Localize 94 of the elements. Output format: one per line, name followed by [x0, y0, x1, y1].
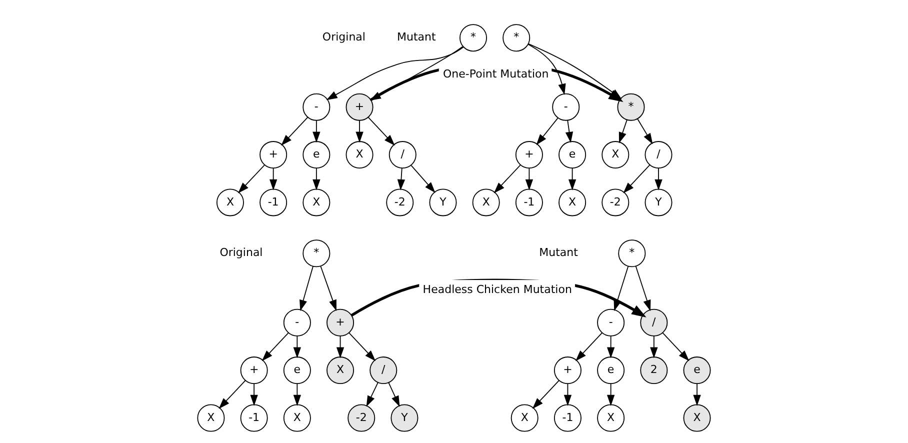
arrow — [336, 336, 344, 358]
arrow — [397, 168, 406, 190]
arrow — [262, 332, 289, 362]
arrow — [635, 266, 651, 312]
arrow — [356, 120, 364, 143]
node-circle: -2 — [386, 188, 414, 216]
node-circle: -2 — [348, 404, 376, 432]
arrow — [614, 266, 629, 312]
node-circle: - — [283, 308, 311, 336]
node-circle: X — [283, 404, 311, 432]
edge-label: One-Point Mutation — [442, 67, 549, 80]
arrow — [348, 332, 376, 362]
node-circle: X — [302, 188, 330, 216]
arrow — [281, 116, 308, 146]
arrow — [564, 383, 572, 406]
node-circle: X — [597, 404, 625, 432]
node-circle: - — [597, 308, 625, 336]
arrow — [565, 120, 574, 143]
node-circle: Y — [644, 188, 672, 216]
node-circle: * — [502, 24, 530, 52]
node-circle: e — [558, 141, 586, 169]
arrow — [568, 168, 576, 190]
node-circle: X — [326, 356, 354, 384]
node-circle: + — [260, 141, 288, 169]
arrow — [662, 332, 690, 362]
node-circle: * — [617, 93, 645, 121]
node-circle: + — [554, 356, 582, 384]
arrow — [525, 168, 534, 190]
arrow — [606, 336, 615, 358]
node-circle: + — [346, 93, 374, 121]
arrow — [575, 332, 603, 362]
node-circle: / — [640, 308, 668, 336]
node-circle: e — [283, 356, 311, 384]
node-circle: + — [515, 141, 543, 169]
label: Mutant — [539, 246, 578, 260]
arrow — [312, 120, 320, 143]
node-circle: -2 — [602, 188, 630, 216]
node-circle: X — [197, 404, 225, 432]
arrow — [618, 119, 628, 144]
node-circle: -1 — [240, 404, 268, 432]
arrow — [623, 164, 650, 194]
node-circle: * — [618, 240, 646, 268]
node-circle: / — [388, 141, 416, 169]
node-circle: X — [346, 141, 374, 169]
node-circle: X — [602, 141, 630, 169]
node-circle: X — [472, 188, 500, 216]
arrow — [368, 116, 395, 146]
node-circle: e — [683, 356, 711, 384]
node-circle: e — [597, 356, 625, 384]
node-circle: - — [552, 93, 580, 121]
node-circle: Y — [429, 188, 457, 216]
node-circle: -1 — [260, 188, 288, 216]
arrow — [410, 164, 436, 193]
arrow — [528, 43, 622, 100]
arrow — [250, 383, 258, 406]
arrow — [293, 336, 302, 358]
node-circle: 2 — [640, 356, 668, 384]
node-circle: -1 — [515, 188, 543, 216]
arrow — [300, 266, 314, 312]
arrow — [388, 382, 400, 407]
arrow — [293, 383, 302, 406]
node-circle: X — [558, 188, 586, 216]
label: Original — [322, 30, 366, 44]
arrow — [536, 118, 558, 146]
label: Mutant — [396, 30, 436, 44]
node-circle: X — [216, 188, 244, 216]
arrow — [218, 380, 246, 409]
arrow — [650, 336, 658, 358]
arrow — [532, 380, 560, 409]
arrow — [693, 383, 701, 406]
arrow — [528, 44, 566, 95]
arrow — [637, 118, 653, 144]
arrow — [494, 164, 521, 194]
arrow — [366, 382, 378, 407]
node-circle: X — [683, 404, 711, 432]
node-circle: Y — [390, 404, 418, 432]
node-circle: / — [644, 141, 672, 169]
node-circle: + — [240, 356, 268, 384]
node-circle: * — [460, 24, 488, 52]
node-circle: / — [370, 356, 398, 384]
node-circle: + — [326, 308, 354, 336]
node-circle: * — [302, 240, 330, 268]
arrow — [654, 168, 662, 190]
arrow — [312, 168, 320, 190]
arrow — [320, 266, 336, 311]
node-circle: X — [510, 404, 538, 432]
arrow — [606, 383, 615, 406]
arrow — [238, 164, 266, 194]
node-circle: e — [302, 141, 330, 169]
label: Original — [220, 246, 263, 260]
edge-label: Headless Chicken Mutation — [422, 282, 572, 296]
node-circle: - — [302, 93, 330, 121]
arrow — [269, 168, 278, 190]
node-circle: -1 — [554, 404, 582, 432]
